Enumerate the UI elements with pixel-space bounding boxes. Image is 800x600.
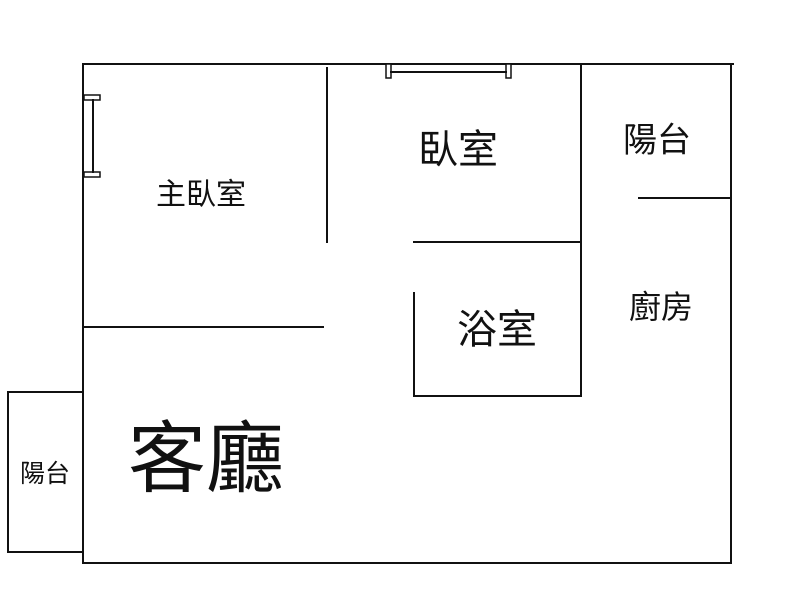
label-bedroom: 臥室 (418, 127, 498, 173)
interior-walls (82, 63, 732, 397)
label-balcony-top: 陽台 (623, 121, 691, 161)
label-living-room: 客廳 (128, 414, 284, 504)
outer-walls (82, 63, 734, 564)
window-top (385, 63, 512, 79)
label-master-bedroom: 主臥室 (156, 178, 246, 213)
label-kitchen: 廚房 (629, 288, 693, 326)
window-left (83, 94, 101, 178)
label-bathroom: 浴室 (457, 307, 537, 353)
label-balcony-left: 陽台 (20, 459, 70, 488)
balcony-left-outline (7, 391, 84, 553)
